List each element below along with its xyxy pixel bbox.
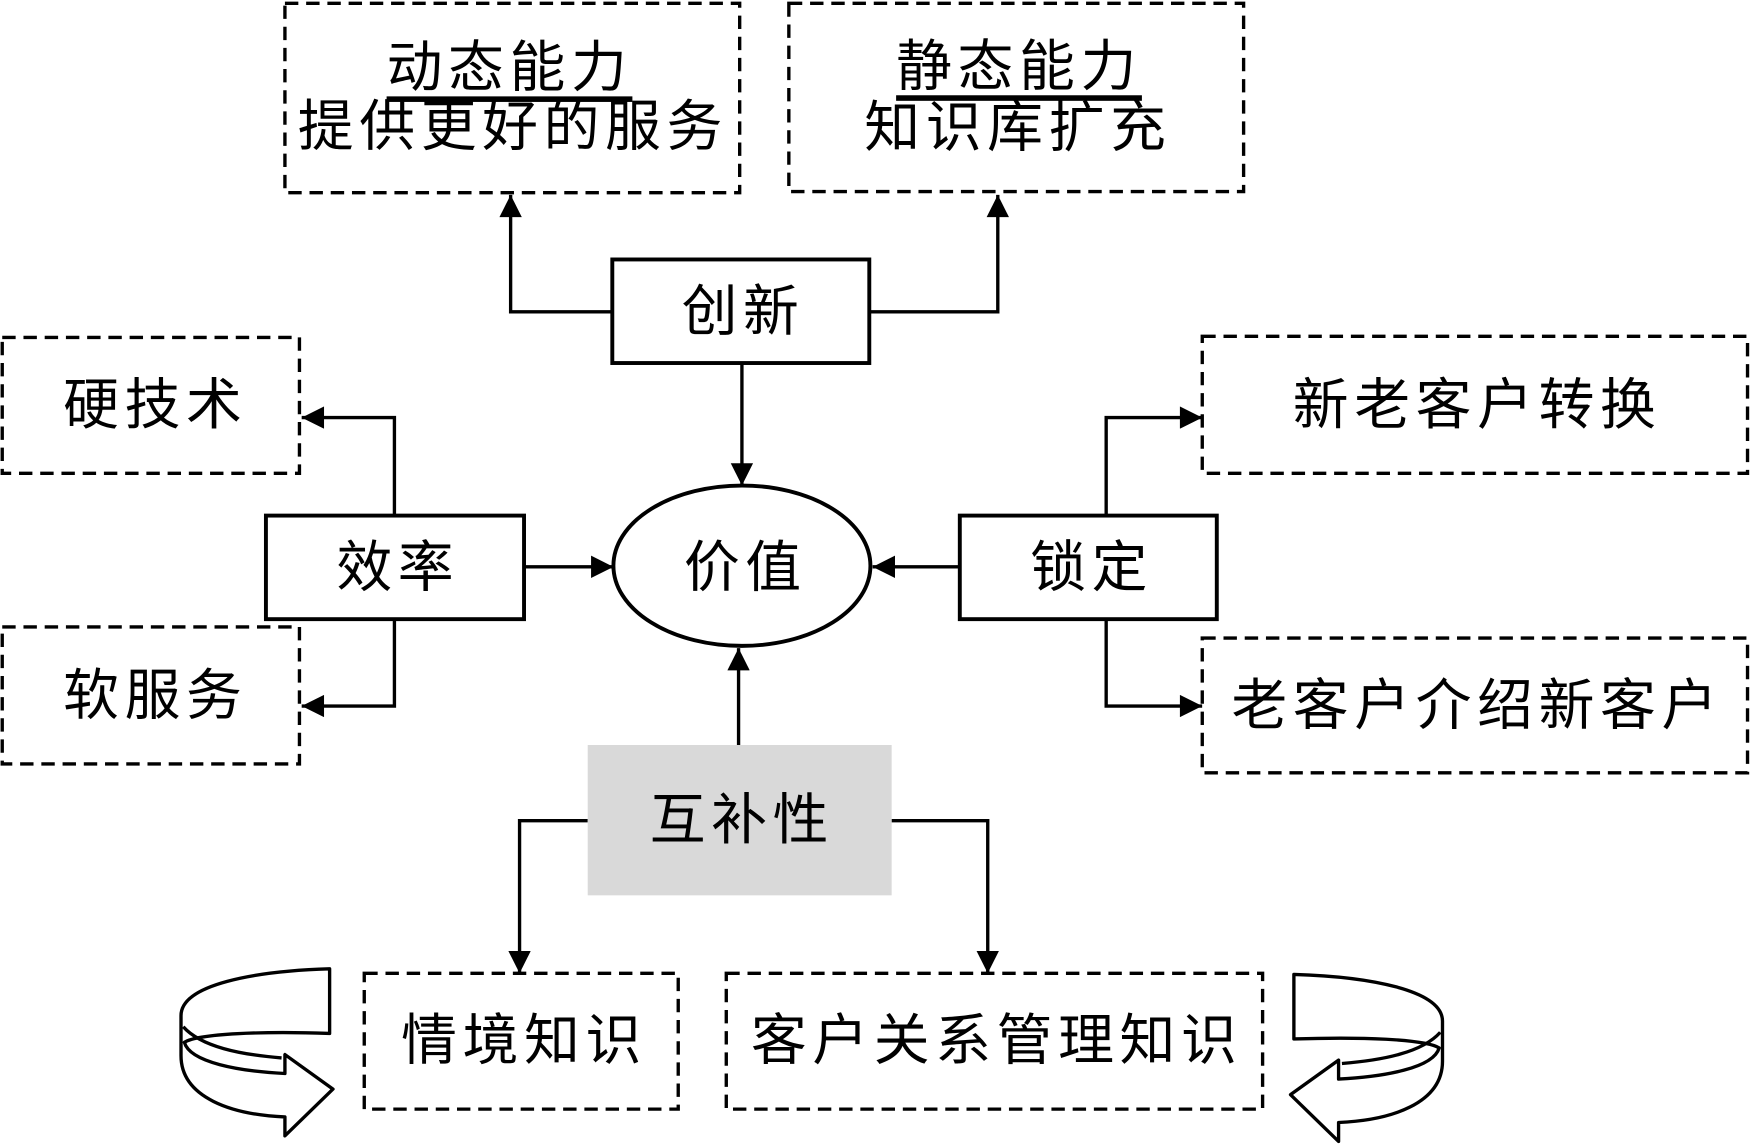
dynamic-capability-node: 动态能力 提供更好的服务	[283, 1, 742, 195]
soft-service-label: 软服务	[63, 664, 247, 729]
edge-efficiency-softservice	[301, 619, 397, 718]
edge-complementarity-situational	[508, 819, 588, 974]
edge-innovation-static	[869, 194, 1009, 314]
customer-conversion-label: 新老客户转换	[1293, 373, 1662, 438]
circular-arrow-left-icon	[179, 967, 335, 1138]
customer-referral-label: 老客户介绍新客户	[1231, 674, 1723, 739]
soft-service-box	[0, 625, 302, 766]
situational-knowledge-node: 情境知识	[362, 971, 680, 1111]
innovation-node: 创新	[610, 257, 872, 365]
efficiency-box	[263, 513, 526, 622]
value-label: 价值	[684, 535, 807, 600]
dynamic-capability-desc: 提供更好的服务	[298, 95, 728, 160]
hard-technology-box	[0, 335, 302, 475]
edge-innovation-dynamic	[499, 194, 613, 314]
static-capability-node: 静态能力 知识库扩充	[787, 1, 1246, 194]
hard-technology-node: 硬技术	[0, 335, 302, 475]
lock-in-box	[957, 513, 1219, 622]
innovation-box	[610, 257, 872, 365]
customer-conversion-box	[1200, 334, 1750, 475]
situational-knowledge-label: 情境知识	[401, 1009, 647, 1074]
edge-complementarity-crm	[891, 819, 999, 974]
complementarity-label: 互补性	[650, 788, 834, 853]
lock-in-label: 锁定	[1030, 535, 1153, 600]
static-capability-title: 静态能力	[896, 34, 1142, 99]
situational-knowledge-box	[362, 971, 680, 1111]
value-node: 价值	[611, 483, 873, 648]
crm-knowledge-box	[724, 971, 1265, 1111]
innovation-label: 创新	[682, 279, 805, 344]
customer-referral-node: 老客户介绍新客户	[1200, 636, 1750, 775]
soft-service-node: 软服务	[0, 625, 302, 766]
edge-lockin-conversion	[1104, 406, 1203, 516]
dynamic-capability-title: 动态能力	[387, 35, 633, 100]
complementarity-box	[587, 744, 892, 896]
hard-technology-label: 硬技术	[63, 373, 247, 438]
efficiency-node: 效率	[263, 513, 526, 622]
connectors	[301, 194, 1203, 974]
efficiency-label: 效率	[336, 535, 459, 600]
crm-knowledge-label: 客户关系管理知识	[751, 1009, 1243, 1074]
value-ellipse	[611, 483, 873, 648]
complementarity-node: 互补性	[587, 744, 892, 896]
dynamic-capability-box	[283, 1, 742, 195]
edge-efficiency-hardtech	[301, 406, 397, 516]
customer-referral-box	[1200, 636, 1750, 775]
lock-in-node: 锁定	[957, 513, 1219, 622]
customer-conversion-node: 新老客户转换	[1200, 334, 1750, 475]
edge-lockin-referral	[1104, 619, 1203, 718]
circular-arrow-right-icon	[1288, 972, 1445, 1144]
static-capability-desc: 知识库扩充	[864, 96, 1171, 161]
crm-knowledge-node: 客户关系管理知识	[724, 971, 1265, 1111]
static-capability-box	[787, 1, 1246, 194]
